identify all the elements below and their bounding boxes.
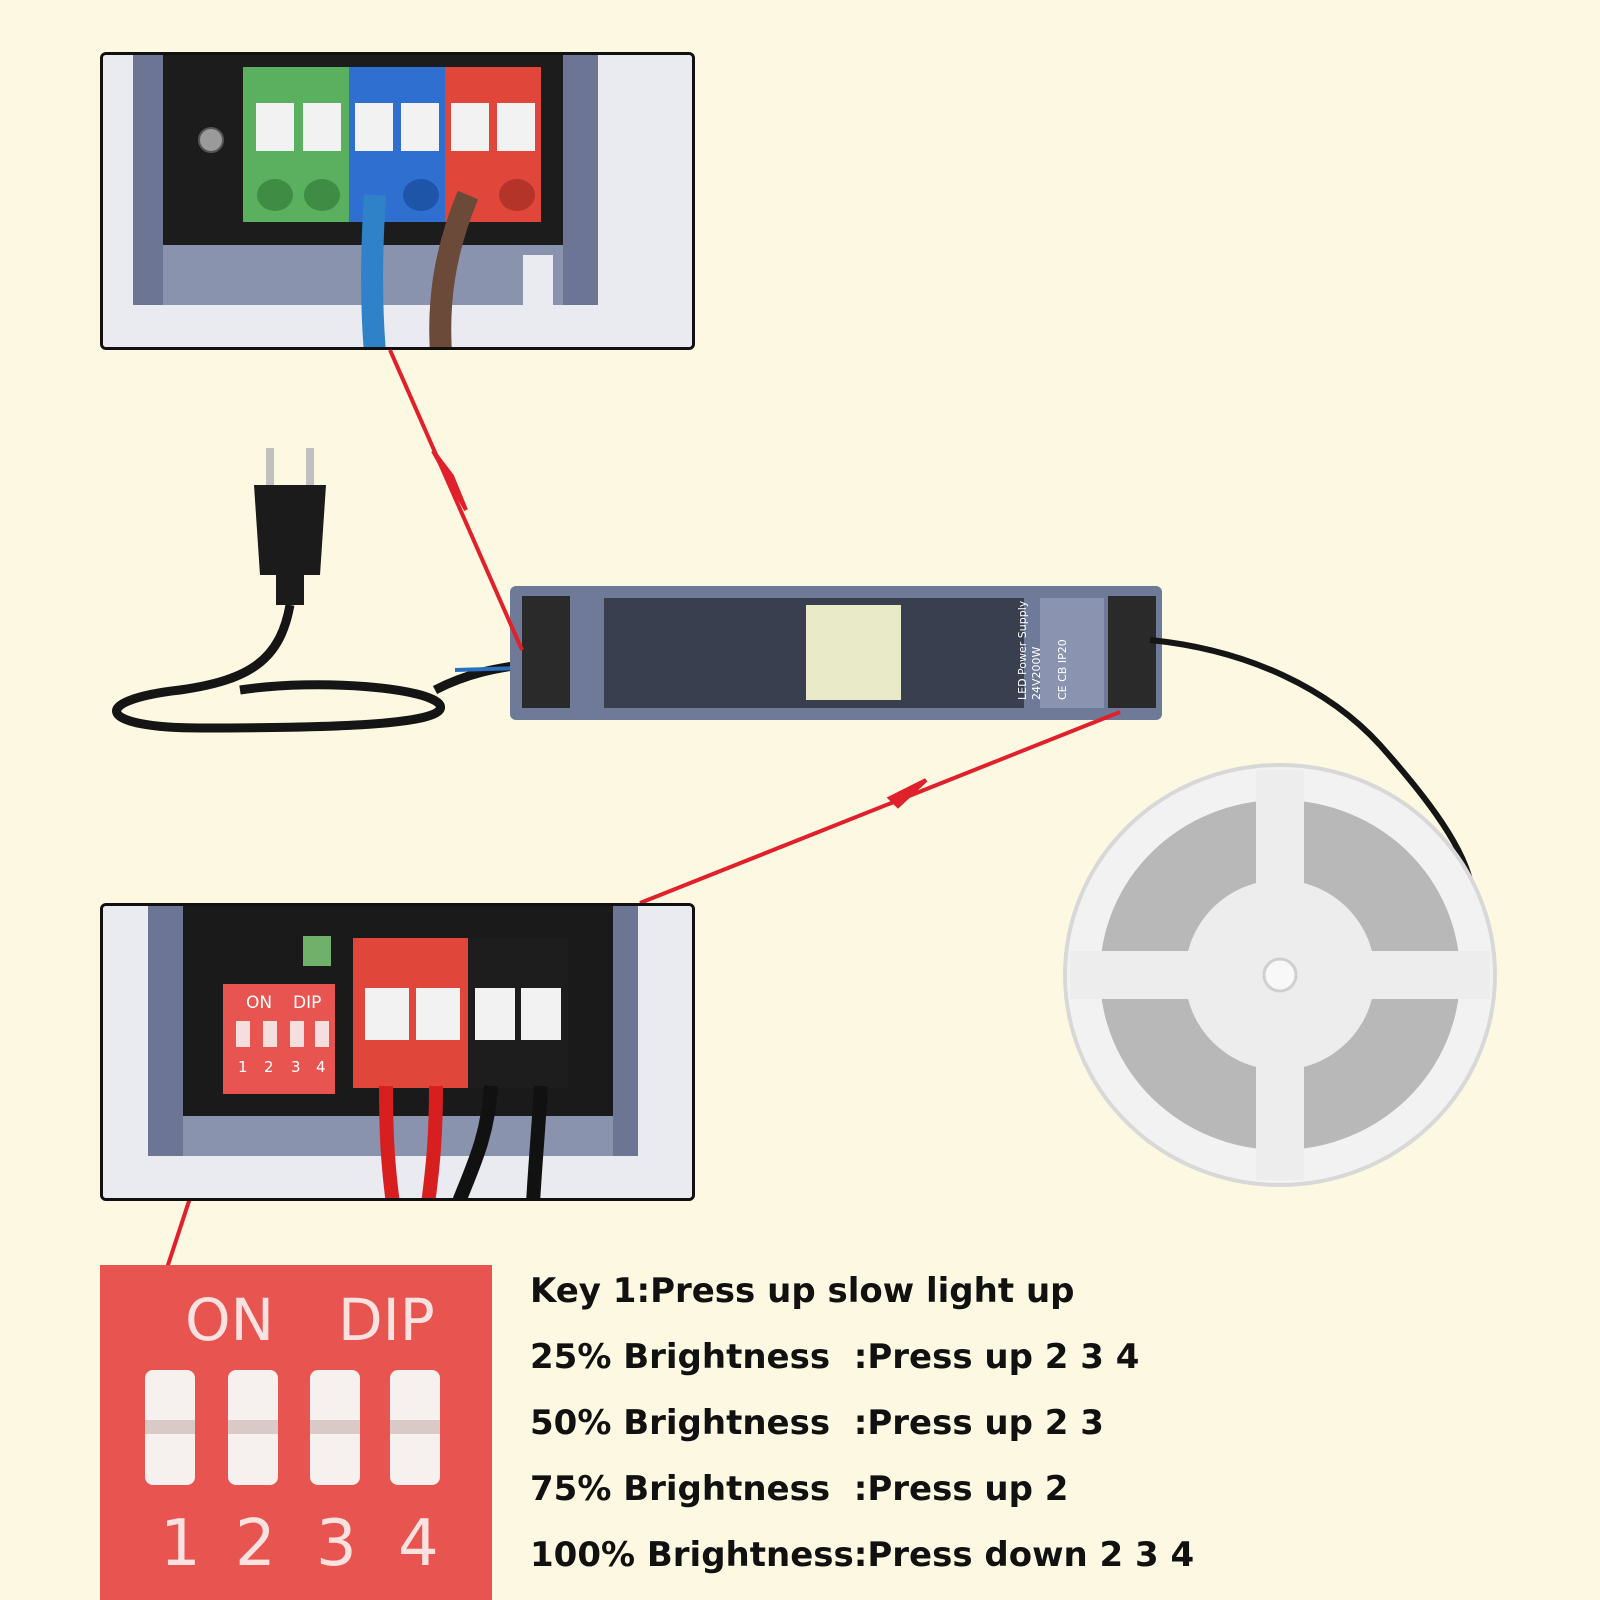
instruction-75: 75% Brightness :Press up 2	[530, 1469, 1069, 1509]
led-power-supply	[510, 586, 1162, 720]
output-cable	[1149, 637, 1473, 881]
power-plug	[254, 448, 326, 605]
dip-switch-3	[310, 1370, 360, 1485]
dip-closeup-dip: DIP	[293, 993, 321, 1013]
psu-certification: CE CB IP20	[1056, 639, 1069, 700]
dip-number-2: 2	[235, 1507, 276, 1581]
brown-wire	[429, 190, 479, 347]
instruction-50: 50% Brightness :Press up 2 3	[530, 1403, 1104, 1443]
psu-label: LED Power Supply	[1016, 600, 1029, 700]
input-terminal-closeup	[100, 52, 695, 350]
dip-number-3: 3	[316, 1507, 357, 1581]
dip-switch-2	[228, 1370, 278, 1485]
dip-closeup-num-2: 2	[264, 1058, 274, 1076]
dip-closeup-num-4: 4	[316, 1058, 326, 1076]
dip-closeup-num-1: 1	[238, 1058, 248, 1076]
psu-rating: 24V200W	[1030, 646, 1043, 700]
instruction-100: 100% Brightness:Press down 2 3 4	[530, 1535, 1195, 1575]
dip-on-label: ON	[185, 1286, 274, 1354]
output-terminal-closeup: ON DIP 1 2 3 4	[100, 903, 695, 1201]
blue-wire	[361, 194, 386, 347]
black-output-terminals	[468, 938, 568, 1088]
instruction-25: 25% Brightness :Press up 2 3 4	[530, 1337, 1140, 1377]
dip-number-1: 1	[160, 1507, 201, 1581]
dip-closeup-on: ON	[246, 993, 272, 1013]
dip-number-4: 4	[398, 1507, 439, 1581]
red-output-terminals	[353, 938, 468, 1088]
dip-switch-zoom: ON DIP 1 2 3 4	[100, 1265, 492, 1600]
dip-switch-4	[390, 1370, 440, 1485]
instruction-key1: Key 1:Press up slow light up	[530, 1271, 1075, 1311]
led-strip-reel	[1063, 763, 1497, 1187]
green-terminal-block	[243, 67, 349, 222]
blue-terminal-block	[349, 67, 445, 222]
dip-closeup-num-3: 3	[291, 1058, 301, 1076]
dip-switch-levers	[236, 1021, 329, 1047]
dip-dip-label: DIP	[338, 1286, 435, 1354]
brightness-instructions: Key 1:Press up slow light up 25% Brightn…	[530, 1258, 1590, 1588]
connector-arrows	[165, 349, 1121, 1269]
dip-switch-1	[145, 1370, 195, 1485]
power-cord	[112, 604, 445, 733]
